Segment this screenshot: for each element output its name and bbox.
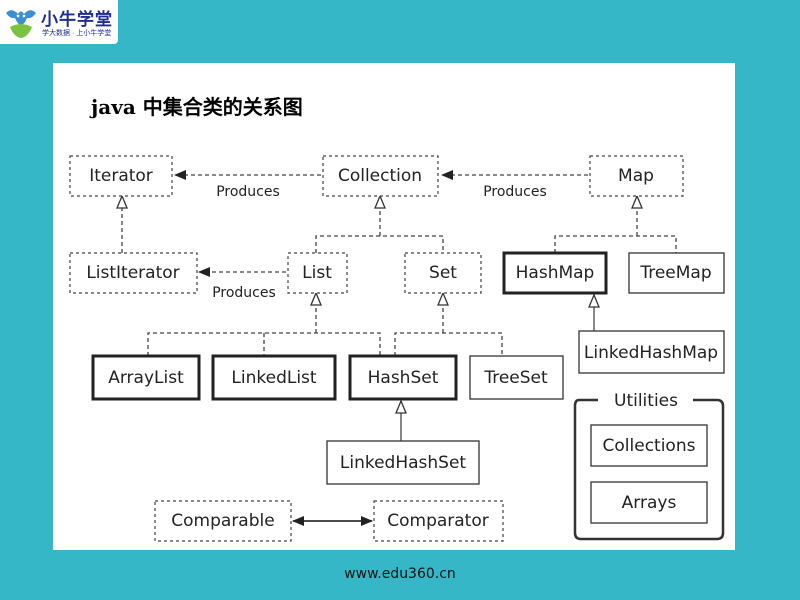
- connector-lines: [122, 170, 677, 526]
- node-map-label: Map: [618, 166, 654, 186]
- node-array-list-label: ArrayList: [108, 368, 184, 388]
- brand-logo: 小牛学堂 学大数据 · 上小牛学堂: [0, 0, 118, 44]
- node-comparator-label: Comparator: [387, 511, 489, 531]
- node-collections-label: Collections: [603, 436, 696, 456]
- node-set-label: Set: [429, 263, 457, 283]
- node-array-list: ArrayList: [91, 354, 201, 401]
- node-linked-hash-set: LinkedHashSet: [326, 440, 480, 485]
- node-linked-hash-map-label: LinkedHashMap: [584, 343, 718, 363]
- collection-relationship-diagram: Produces Produces Produces Iterator Coll…: [69, 155, 725, 542]
- implements-edge-lists-list: [147, 332, 381, 356]
- node-arrays: Arrays: [590, 481, 708, 524]
- brand-tagline: 学大数据 · 上小牛学堂: [42, 30, 112, 37]
- node-tree-map: TreeMap: [628, 252, 725, 294]
- node-iterator-label: Iterator: [89, 166, 153, 186]
- node-hash-map: HashMap: [502, 251, 608, 295]
- produces-label-collection-iterator: Produces: [216, 184, 280, 200]
- node-list-iterator-label: ListIterator: [86, 263, 179, 283]
- node-collection: Collection: [322, 155, 439, 197]
- implements-edge-sets-set: [394, 332, 503, 356]
- produces-label-list-listiterator: Produces: [212, 285, 276, 301]
- bull-logo-icon: [6, 10, 36, 38]
- produces-label-map-collection: Produces: [483, 184, 547, 200]
- node-tree-set: TreeSet: [469, 355, 564, 400]
- node-arrays-label: Arrays: [622, 493, 677, 513]
- brand-name: 小牛学堂: [41, 10, 113, 29]
- node-collections: Collections: [590, 424, 708, 467]
- node-hash-set: HashSet: [348, 354, 458, 401]
- utilities-group: Utilities Collections Arrays: [573, 391, 725, 541]
- node-linked-list-label: LinkedList: [231, 368, 317, 388]
- node-set: Set: [404, 252, 482, 294]
- node-comparable-label: Comparable: [171, 511, 274, 531]
- extends-edge-list-set-collection: [315, 235, 444, 253]
- slide-title: java 中集合类的关系图: [91, 95, 303, 119]
- node-linked-hash-map: LinkedHashMap: [578, 330, 725, 374]
- node-collection-label: Collection: [338, 166, 422, 186]
- node-list-label: List: [302, 263, 332, 283]
- produces-labels: Produces Produces Produces: [212, 184, 547, 301]
- node-hash-map-label: HashMap: [516, 263, 595, 283]
- node-list: List: [287, 252, 348, 294]
- node-linked-hash-set-label: LinkedHashSet: [340, 453, 467, 473]
- node-hash-set-label: HashSet: [368, 368, 439, 388]
- slide-panel: java 中集合类的关系图: [53, 63, 735, 550]
- node-map: Map: [589, 155, 684, 197]
- footer-url[interactable]: www.edu360.cn: [344, 566, 456, 582]
- node-list-iterator: ListIterator: [69, 252, 198, 294]
- node-comparator: Comparator: [373, 500, 504, 542]
- node-tree-set-label: TreeSet: [483, 368, 548, 388]
- node-comparable: Comparable: [154, 500, 292, 542]
- implements-edge-maps-map: [554, 235, 677, 253]
- node-iterator: Iterator: [69, 155, 173, 197]
- node-tree-map-label: TreeMap: [639, 263, 711, 283]
- utilities-group-label: Utilities: [614, 391, 678, 411]
- node-linked-list: LinkedList: [211, 354, 337, 401]
